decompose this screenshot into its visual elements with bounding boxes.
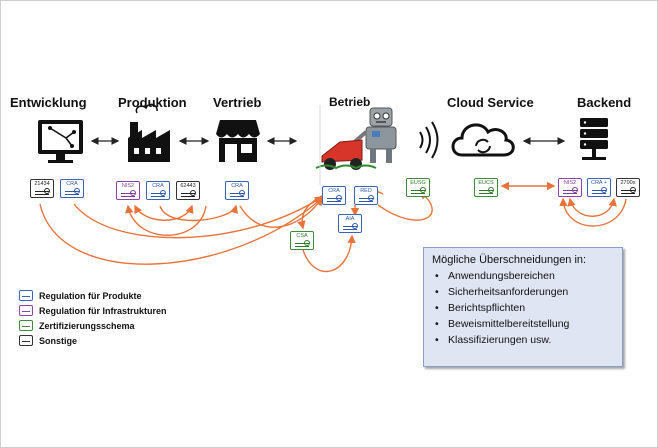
stage-backend: Backend (577, 95, 632, 110)
tag-label: 62443 (180, 183, 196, 189)
tag-red: RED (354, 186, 378, 205)
tag-label: CRA (66, 181, 78, 187)
tag-62443: 62443 (176, 181, 200, 200)
legend-item-infrastrukturen: Regulation für Infrastrukturen (19, 303, 167, 318)
tag-label: NIS2 (563, 180, 577, 186)
legend-label: Regulation für Produkte (39, 290, 142, 301)
tag-label: 21434 (34, 181, 50, 187)
tag-eucs: EUCS (474, 178, 498, 197)
tag-label: CRA (328, 188, 340, 194)
tag-label: NIS2 (121, 183, 135, 189)
tag-cra-entwicklung: CRA (60, 179, 84, 198)
overlap-info-box: Mögliche Überschneidungen in: Anwendungs… (423, 247, 623, 367)
tag-nis2-produktion: NIS2 (116, 181, 140, 200)
legend-swatch-gray (19, 335, 33, 346)
monitor-icon (38, 120, 83, 163)
info-title: Mögliche Überschneidungen in: (432, 254, 587, 266)
info-item: Sicherheitsanforderungen (432, 284, 614, 300)
tag-cra-vertrieb: CRA (225, 181, 249, 200)
tag-label: CRA + (590, 180, 608, 186)
stage-betrieb: Betrieb (329, 95, 371, 109)
tag-label: AIA (345, 216, 355, 222)
legend-swatch-blue (19, 290, 33, 301)
legend-item-produkte: Regulation für Produkte (19, 288, 167, 303)
server-icon (580, 118, 608, 160)
tag-cra-backend: CRA + (587, 178, 611, 197)
tag-nis2-backend: NIS2 (558, 178, 582, 197)
legend-swatch-purple (19, 305, 33, 316)
legend-label: Sonstige (39, 335, 78, 346)
info-item: Klassifizierungen usw. (432, 332, 614, 348)
tag-label: EUSG (410, 180, 426, 186)
tag-label: CRA (231, 183, 243, 189)
overlap-connectors (39, 181, 627, 273)
info-item: Berichtspflichten (432, 300, 614, 316)
tag-label: CSA (296, 233, 308, 239)
tag-21434: 21434 (30, 179, 54, 198)
tag-aia: AIA (338, 214, 362, 233)
robot-lawnmower-icon (315, 107, 397, 170)
info-item: Anwendungsbereichen (432, 268, 614, 284)
cloud-sync-icon (451, 123, 515, 157)
tag-label: RED (360, 188, 372, 194)
stage-produktion: Produktion (118, 95, 187, 110)
tag-eusg: EUSG (406, 178, 430, 197)
tag-csa: CSA (290, 231, 314, 250)
legend-item-sonstige: Sonstige (19, 333, 167, 348)
tag-label: EUCS (478, 180, 494, 186)
legend: Regulation für Produkte Regulation für I… (19, 288, 167, 348)
wireless-icon (419, 121, 439, 159)
legend-label: Zertifizierungsschema (39, 320, 135, 331)
legend-label: Regulation für Infrastrukturen (39, 305, 167, 316)
tag-cra-betrieb: CRA (322, 186, 346, 205)
info-item: Beweismittelbereitstellung (432, 316, 614, 332)
tag-2700x: 2700x (616, 178, 640, 197)
legend-swatch-green (19, 320, 33, 331)
legend-item-zertifizierung: Zertifizierungsschema (19, 318, 167, 333)
factory-icon (128, 103, 170, 162)
stage-vertrieb: Vertrieb (213, 95, 262, 110)
tag-cra-produktion: CRA (146, 181, 170, 200)
tag-label: CRA (152, 183, 164, 189)
tag-label: 2700x (620, 180, 636, 186)
shop-icon (216, 120, 260, 162)
stage-entwicklung: Entwicklung (10, 95, 87, 110)
stage-cloud-service: Cloud Service (447, 95, 534, 110)
